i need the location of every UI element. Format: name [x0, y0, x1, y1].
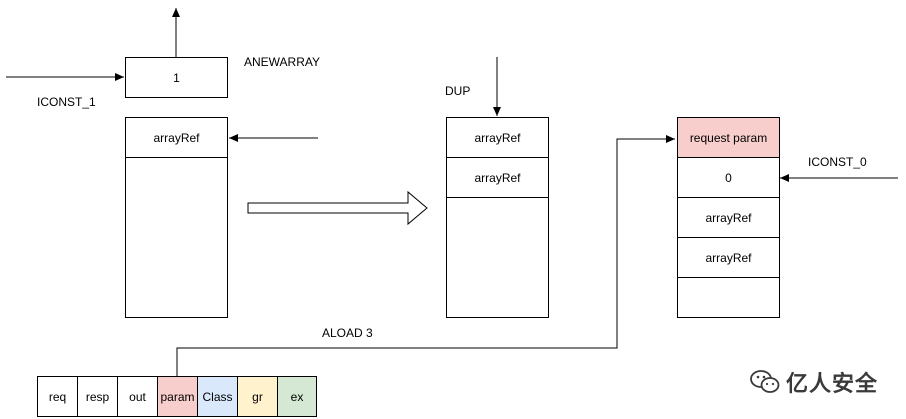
stack-c-cell-3: arrayRef	[678, 238, 779, 278]
stack-b-cell-0: arrayRef	[447, 118, 548, 158]
iconst-0-label: ICONST_0	[808, 155, 867, 169]
top-value-box: 1	[125, 57, 228, 98]
local-var-param: param	[157, 376, 198, 417]
stack-c-cell-2: arrayRef	[678, 198, 779, 238]
aload-3-label: ALOAD 3	[322, 326, 373, 340]
local-var-resp: resp	[77, 376, 118, 417]
stack-a-cell-0: arrayRef	[126, 118, 227, 158]
iconst-1-label: ICONST_1	[37, 95, 96, 109]
watermark-text: 亿人安全	[786, 371, 879, 396]
local-var-class: Class	[197, 376, 238, 417]
watermark: 亿人安全	[750, 366, 878, 398]
wechat-icon	[750, 370, 780, 393]
local-var-ex: ex	[277, 376, 317, 417]
local-var-out: out	[117, 376, 158, 417]
local-var-req: req	[37, 376, 78, 417]
aload-3-connector	[176, 135, 675, 376]
stack-b: arrayRef arrayRef	[446, 117, 549, 318]
stack-a: arrayRef	[125, 117, 228, 318]
stack-c-cell-1: 0	[678, 158, 779, 198]
local-var-gr: gr	[237, 376, 278, 417]
dup-label: DUP	[445, 84, 471, 98]
stack-c-cell-request-param: request param	[678, 118, 779, 158]
transition-arrow	[247, 190, 428, 226]
anewarray-label: ANEWARRAY	[244, 55, 321, 69]
stack-c: request param 0 arrayRef arrayRef	[677, 117, 780, 318]
stack-b-cell-1: arrayRef	[447, 158, 548, 198]
